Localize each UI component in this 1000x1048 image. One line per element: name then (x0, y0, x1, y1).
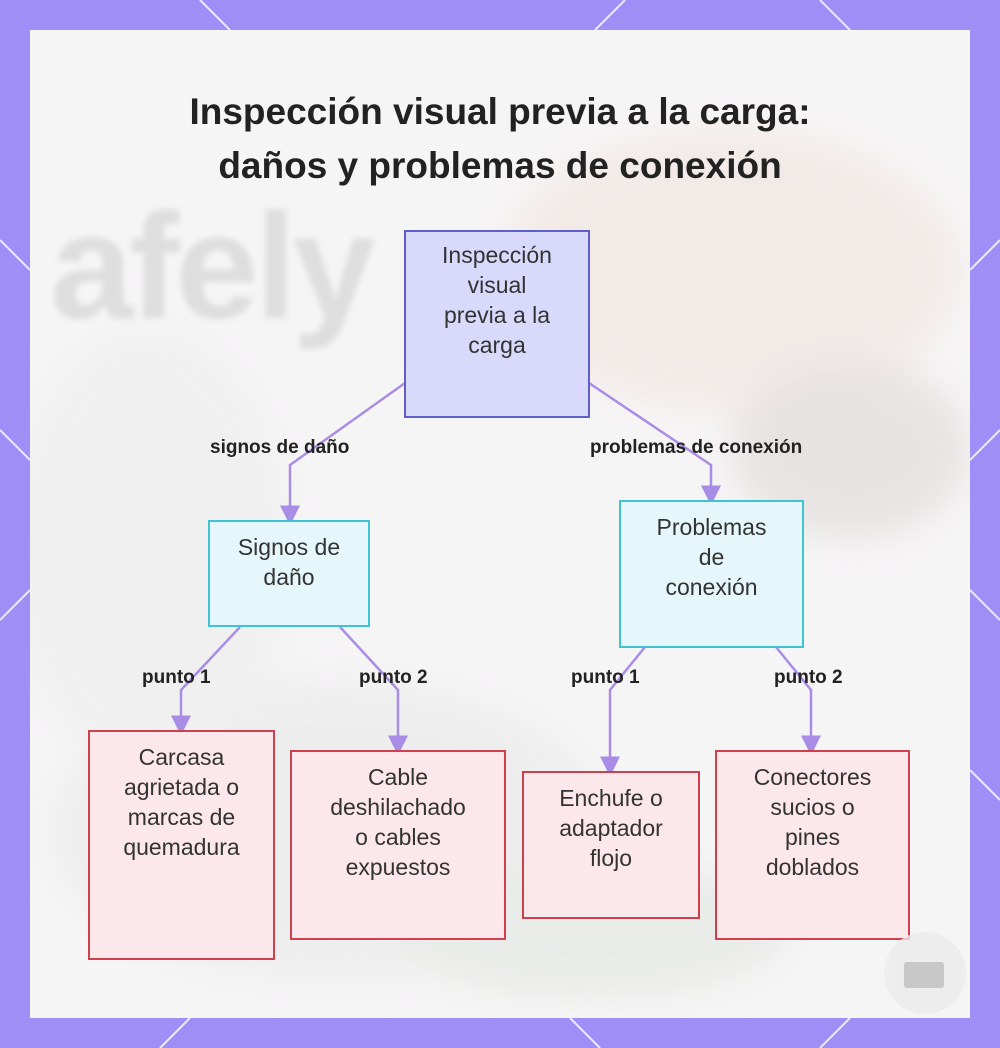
edge-label-connection-point-1: punto 1 (571, 667, 640, 688)
node-leaf-line: agrietada o (123, 774, 240, 800)
node-damage-signs-text: Signos de daño (238, 532, 340, 592)
node-leaf-line: quemadura (123, 834, 240, 860)
edge-label-damage: signos de daño (210, 437, 350, 458)
node-loose-plug: Enchufe o adaptador flojo (522, 771, 700, 919)
node-leaf-line: Carcasa (138, 744, 225, 770)
node-leaf-line: deshilachado (330, 794, 466, 820)
node-leaf-line: doblados (765, 854, 860, 880)
edge-label-connection-point-2: punto 2 (774, 667, 843, 688)
background-logo-text: afely (50, 182, 376, 350)
node-frayed-cable-text: Cable deshilachado o cables expuestos (330, 762, 466, 882)
node-leaf-line: Conectores (753, 764, 872, 790)
node-root-line: previa a la (443, 302, 551, 328)
node-root-line: Inspección (442, 242, 552, 268)
node-leaf-line: expuestos (345, 854, 451, 880)
node-damage-line: daño (263, 564, 315, 590)
node-cracked-casing-text: Carcasa agrietada o marcas de quemadura (123, 742, 239, 862)
node-leaf-line: Enchufe o (559, 785, 663, 811)
node-damage-line: Signos de (237, 534, 341, 560)
edge-label-connection: problemas de conexión (590, 437, 803, 458)
edge-label-damage-point-2: punto 2 (359, 667, 428, 688)
edge-label-damage-point-1: punto 1 (142, 667, 211, 688)
node-root-line: visual (467, 272, 527, 298)
node-damage-signs: Signos de daño (208, 520, 370, 627)
node-loose-plug-text: Enchufe o adaptador flojo (559, 783, 663, 873)
node-dirty-connectors: Conectores sucios o pines doblados (715, 750, 910, 940)
node-root: Inspección visual previa a la carga (404, 230, 590, 418)
node-leaf-line: adaptador (559, 815, 663, 841)
node-connection-line: Problemas (656, 514, 767, 540)
title-line-1: Inspección visual previa a la carga: (189, 91, 811, 132)
node-leaf-line: Cable (367, 764, 429, 790)
node-leaf-line: sucios o (770, 794, 855, 820)
diagram-title: Inspección visual previa a la carga: dañ… (0, 85, 1000, 193)
node-frayed-cable: Cable deshilachado o cables expuestos (290, 750, 506, 940)
node-leaf-line: o cables (355, 824, 441, 850)
node-connection-problems: Problemas de conexión (619, 500, 804, 648)
node-connection-problems-text: Problemas de conexión (657, 512, 767, 602)
node-root-line: carga (468, 332, 526, 358)
node-leaf-line: flojo (589, 845, 633, 871)
title-line-2: daños y problemas de conexión (218, 145, 782, 186)
node-connection-line: de (698, 544, 725, 570)
node-root-text: Inspección visual previa a la carga (442, 240, 552, 360)
node-cracked-casing: Carcasa agrietada o marcas de quemadura (88, 730, 275, 960)
node-dirty-connectors-text: Conectores sucios o pines doblados (754, 762, 872, 882)
node-connection-line: conexión (665, 574, 758, 600)
node-leaf-line: marcas de (127, 804, 236, 830)
corner-watermark-icon (884, 932, 966, 1014)
node-leaf-line: pines (785, 824, 840, 850)
